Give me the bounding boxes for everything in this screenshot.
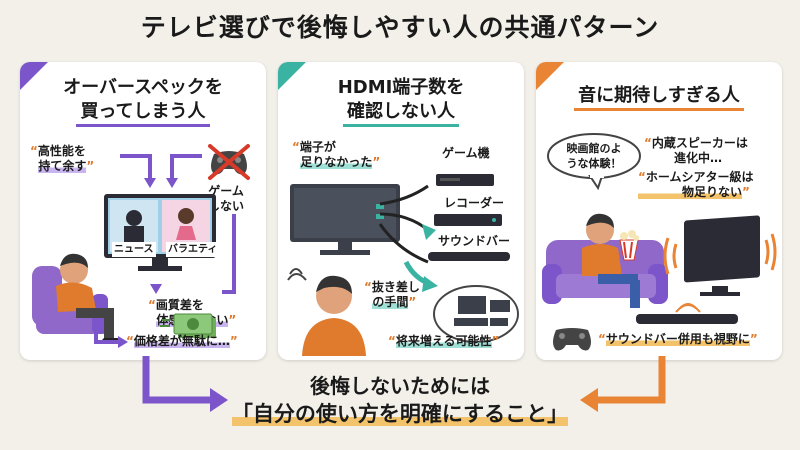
arrow-to-price: [94, 320, 128, 348]
arrow-right-to-conclusion: [580, 356, 666, 412]
future-text: “将来増える可能性”: [388, 334, 500, 348]
game-console-icon: [436, 174, 494, 186]
arrow-to-quality: [150, 284, 162, 294]
high-perf-text: “高性能を 持て余す”: [30, 144, 95, 173]
quality-line1: 画質差を: [155, 298, 204, 312]
future-line: 将来増える可能性: [395, 334, 492, 348]
price-line: 価格差が無駄に…: [133, 334, 230, 348]
soundbar-line: サウンドバー併用も視野に: [605, 332, 750, 346]
thought-bubble-devices: [433, 285, 519, 343]
arrows-to-tv: [120, 154, 202, 188]
speaker-line2: 進化中…: [674, 151, 723, 165]
no-game-line1: ゲーム: [208, 184, 244, 198]
speaker-line1: 内蔵スピーカーは: [651, 136, 748, 150]
person-on-sofa-icon: [542, 213, 668, 308]
money-icon: [160, 313, 216, 338]
label-soundbar: サウンドバー: [438, 234, 511, 248]
panel-title-line1: 音に期待しすぎる人: [574, 84, 744, 111]
bubble-line2: うな体験！: [566, 157, 622, 170]
plug-text: “抜き差し の手間”: [364, 280, 420, 309]
no-game-text: ゲーム しない: [208, 184, 244, 214]
panel-title-line1: オーバースペックを: [63, 77, 223, 98]
arrow-game-to-tv: [222, 214, 236, 294]
theater-line2: 物足りない: [638, 185, 743, 199]
label-game-console: ゲーム機: [442, 146, 490, 160]
ports-text: “端子が 足りなかった”: [292, 140, 381, 169]
controller-icon: [553, 328, 591, 351]
conclusion-line1: 後悔しないためには: [310, 374, 490, 398]
panel-title: オーバースペックを 買ってしまう人: [20, 76, 266, 127]
person-on-chair-icon: [32, 253, 120, 344]
panel-corner-accent: [278, 62, 306, 90]
soundbar-waves-icon: [636, 303, 738, 324]
hdmi-cables: [378, 184, 436, 264]
plug-line1: 抜き差し: [371, 280, 420, 294]
panel-title-line2: 確認しない人: [343, 100, 459, 127]
page-title: テレビ選びで後悔しやすい人の共通パターン: [140, 13, 660, 42]
label-recorder: レコーダー: [444, 196, 505, 210]
soundbar-icon: [428, 252, 510, 261]
high-perf-line1: 高性能を: [37, 144, 86, 158]
tv-label-news: ニュース: [112, 242, 156, 257]
arrow-to-thought: [403, 260, 438, 292]
no-game-line2: しない: [208, 199, 245, 213]
plug-line2: の手間: [372, 295, 409, 309]
recorder-icon: [434, 214, 502, 226]
speaker-text: “内蔵スピーカーは 進化中…: [644, 136, 748, 165]
tv-label-variety: バラエティ: [166, 242, 220, 257]
panel-title-line1: HDMI端子数を: [337, 77, 465, 98]
tv-with-sound-icon: [663, 215, 777, 296]
bubble-text: 映画館のよ うな体験！: [558, 141, 630, 171]
high-perf-line2: 持て余す: [38, 159, 87, 173]
panel-corner-accent: [20, 62, 48, 90]
panel-audio: 音に期待しすぎる人 映画館のよ うな体験！ “内蔵スピーカーは 進化中… “ホー…: [536, 62, 782, 360]
speech-bubble: [547, 133, 641, 191]
theater-line1: ホームシアター級は: [645, 170, 754, 184]
panel-overspec: オーバースペックを 買ってしまう人 “高性能を 持て余す” ゲーム しない ニュ…: [20, 62, 266, 360]
bubble-line1: 映画館のよ: [566, 142, 622, 155]
panel-hdmi: HDMI端子数を 確認しない人 “端子が 足りなかった” ゲーム機 レコーダー …: [278, 62, 524, 360]
panel-title: HDMI端子数を 確認しない人: [278, 76, 524, 127]
panel-title: 音に期待しすぎる人: [536, 84, 782, 111]
conclusion-line2: 「自分の使い方を明確にすること」: [231, 402, 569, 426]
arrow-left-to-conclusion: [142, 356, 228, 412]
price-text: “価格差が無駄に…”: [126, 334, 238, 348]
panel-corner-accent: [536, 62, 564, 90]
confused-person-icon: [287, 268, 366, 356]
theater-text: “ホームシアター級は 物足りない”: [638, 170, 754, 199]
ports-line2: 足りなかった: [300, 155, 373, 169]
conclusion-line2-wrap: 「自分の使い方を明確にすること」: [0, 398, 800, 428]
controller-crossed-icon: [208, 144, 250, 180]
panel-title-line2: 買ってしまう人: [76, 100, 210, 127]
ports-line1: 端子が: [299, 140, 336, 154]
soundbar-text: “サウンドバー併用も視野に”: [598, 332, 758, 346]
tv-back-icon: [290, 184, 400, 255]
